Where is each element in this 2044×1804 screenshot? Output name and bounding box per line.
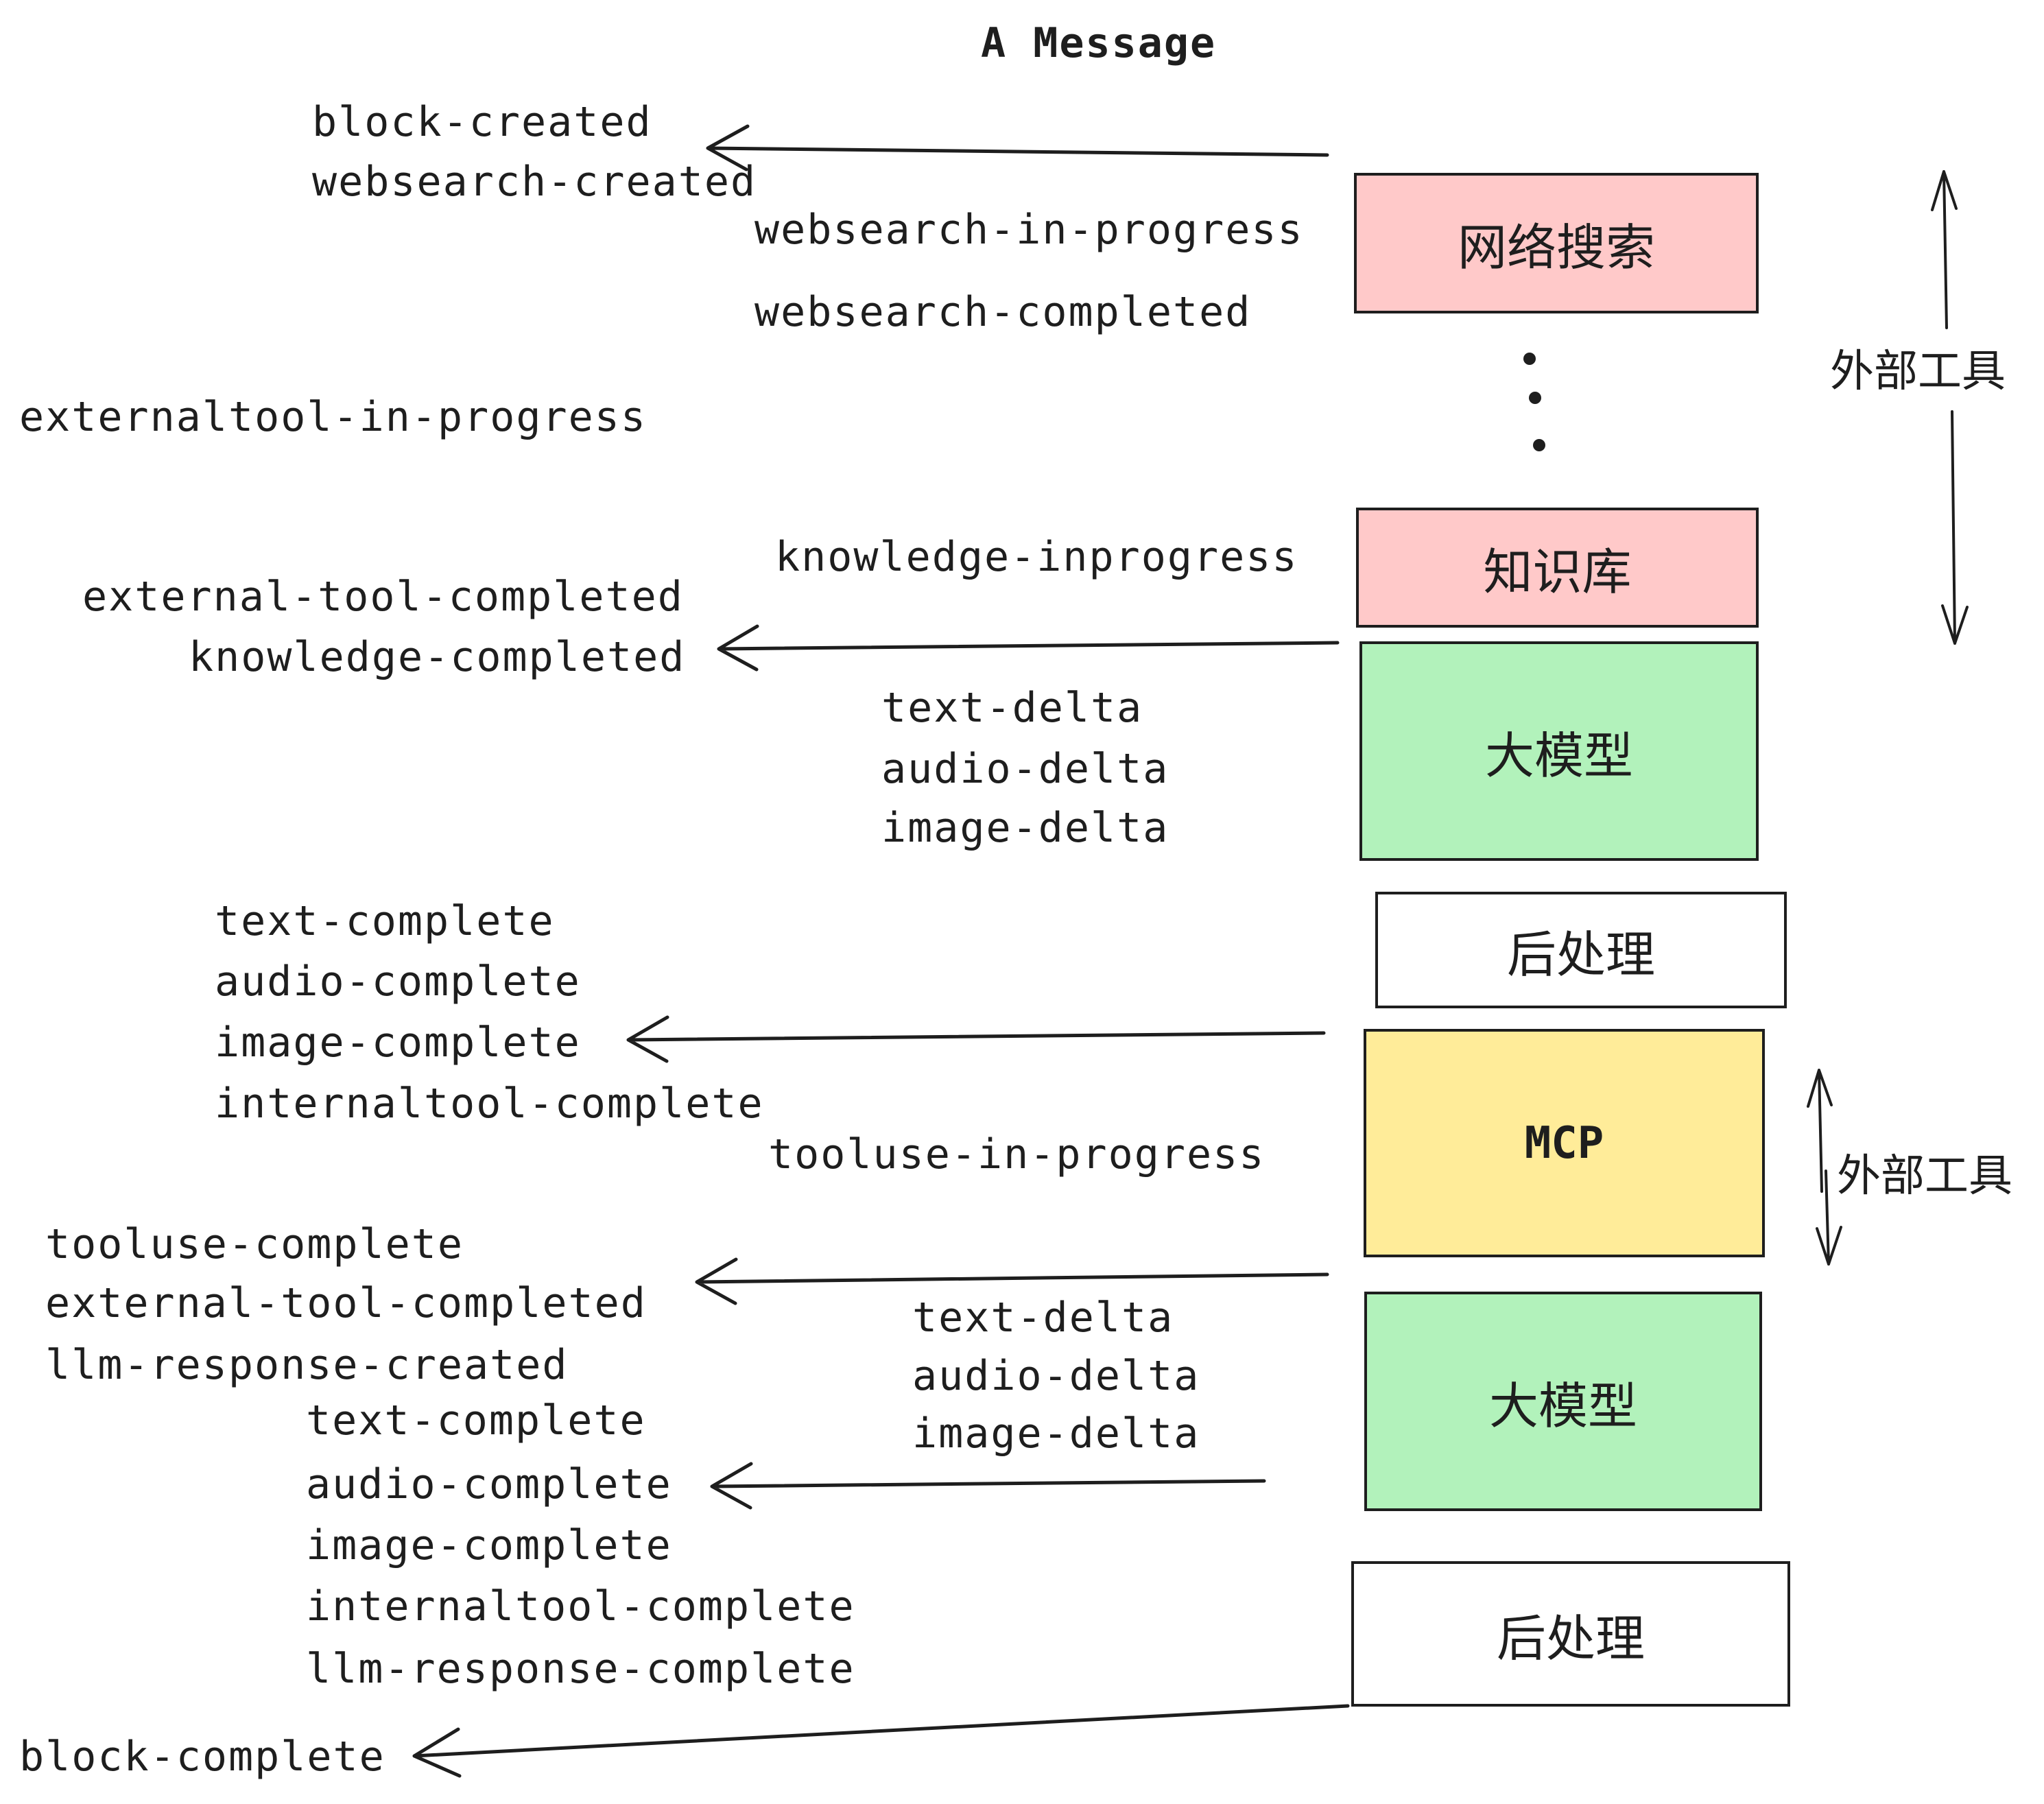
- event-label-llm-response-created: llm-response-created: [45, 1341, 569, 1389]
- event-label-tooluse-complete: tooluse-complete: [45, 1220, 464, 1268]
- event-label-image-complete-1: image-complete: [215, 1019, 581, 1067]
- event-label-audio-delta-2: audio-delta: [912, 1352, 1200, 1400]
- event-label-websearch-completed: websearch-completed: [754, 288, 1252, 336]
- event-label-image-delta-2: image-delta: [912, 1410, 1200, 1458]
- event-label-text-delta-1: text-delta: [881, 684, 1143, 732]
- box-llm-2-label: 大模型: [1488, 1379, 1637, 1434]
- external-tools-down-arrow-2: [1816, 1170, 1842, 1266]
- arrow-to-audio-complete: [710, 1462, 1266, 1510]
- external-tools-up-arrow-2: [1807, 1069, 1833, 1193]
- event-label-audio-delta-1: audio-delta: [881, 745, 1169, 793]
- event-label-text-delta-2: text-delta: [912, 1294, 1174, 1342]
- event-label-tooluse-in-progress: tooluse-in-progress: [768, 1130, 1265, 1178]
- event-label-external-tool-completed-2: external-tool-completed: [45, 1279, 647, 1327]
- event-label-llm-response-complete: llm-response-complete: [306, 1645, 855, 1693]
- box-websearch: 网络搜索: [1354, 173, 1759, 313]
- event-label-external-tool-completed-1: external-tool-completed: [82, 573, 684, 621]
- arrow-to-websearch-created: [706, 124, 1329, 171]
- arrow-to-block-complete: [412, 1704, 1350, 1778]
- box-llm-1-label: 大模型: [1484, 728, 1633, 784]
- arrow-to-knowledge-completed: [717, 624, 1340, 672]
- box-postprocess-2-label: 后处理: [1496, 1611, 1645, 1667]
- event-label-knowledge-completed: knowledge-completed: [189, 633, 686, 681]
- box-postprocess-2: 后处理: [1351, 1561, 1790, 1707]
- event-label-block-created: block-created: [312, 98, 652, 146]
- side-label-external-tools-2: 外部工具: [1837, 1151, 2012, 1200]
- event-label-image-complete-2: image-complete: [306, 1521, 672, 1569]
- event-label-websearch-created: websearch-created: [312, 158, 757, 206]
- event-label-text-complete-2: text-complete: [306, 1397, 646, 1445]
- event-label-block-complete: block-complete: [19, 1733, 385, 1781]
- event-label-knowledge-inprogress: knowledge-inprogress: [775, 533, 1298, 581]
- external-tools-down-arrow-1: [1941, 410, 1969, 645]
- event-label-audio-complete-1: audio-complete: [215, 958, 581, 1006]
- event-label-text-complete-1: text-complete: [215, 897, 555, 945]
- event-label-externaltool-in-progress: externaltool-in-progress: [19, 393, 647, 441]
- box-mcp: MCP: [1364, 1029, 1765, 1257]
- arrow-to-image-complete: [626, 1015, 1326, 1063]
- box-websearch-label: 网络搜索: [1457, 221, 1655, 276]
- box-knowledge: 知识库: [1356, 508, 1759, 628]
- ellipsis-dots: [1523, 353, 1545, 451]
- event-label-audio-complete-2: audio-complete: [306, 1460, 672, 1508]
- arrow-to-tooluse-complete: [695, 1257, 1329, 1305]
- external-tools-up-arrow-1: [1931, 170, 1958, 329]
- box-llm-1: 大模型: [1359, 641, 1759, 861]
- box-postprocess-1: 后处理: [1375, 892, 1787, 1008]
- box-knowledge-label: 知识库: [1483, 545, 1632, 600]
- event-label-internaltool-complete-1: internaltool-complete: [215, 1080, 764, 1128]
- box-mcp-label: MCP: [1524, 1117, 1604, 1169]
- event-label-websearch-in-progress: websearch-in-progress: [754, 206, 1304, 254]
- event-label-internaltool-complete-2: internaltool-complete: [306, 1582, 855, 1630]
- event-label-image-delta-1: image-delta: [881, 804, 1169, 852]
- box-llm-2: 大模型: [1364, 1292, 1762, 1511]
- side-label-external-tools-1: 外部工具: [1830, 346, 2006, 396]
- box-postprocess-1-label: 后处理: [1506, 927, 1655, 983]
- diagram-title: A Message: [981, 19, 1217, 67]
